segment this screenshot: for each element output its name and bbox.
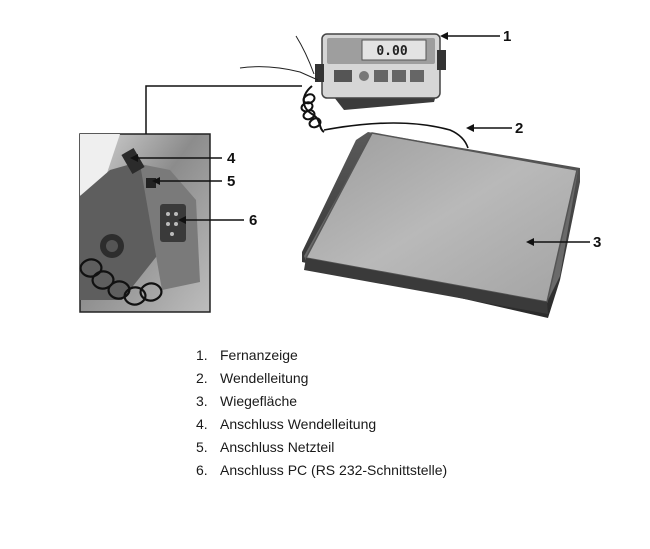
legend-item-label: Anschluss Netzteil (220, 439, 335, 455)
callout-3: 3 (593, 234, 601, 251)
legend-item-label: Anschluss PC (RS 232-Schnittstelle) (220, 462, 448, 478)
connector-line (145, 85, 302, 134)
callout-5: 5 (227, 173, 235, 190)
legend-item: 5. Anschluss Netzteil (196, 436, 447, 459)
remote-display-unit: 0.00 (315, 33, 446, 110)
legend-item: 1. Fernanzeige (196, 344, 447, 367)
legend-item-number: 6. (196, 462, 208, 478)
callout-2: 2 (515, 120, 523, 137)
legend-item-label: Wendelleitung (220, 370, 309, 386)
callout-4: 4 (227, 150, 236, 167)
legend-item-label: Anschluss Wendelleitung (220, 416, 377, 432)
legend-item: 3. Wiegefläche (196, 390, 447, 413)
legend-item-number: 3. (196, 393, 208, 409)
weighing-platform (302, 132, 580, 318)
legend-item-number: 2. (196, 370, 208, 386)
power-wire (239, 66, 319, 81)
parts-legend: 1. Fernanzeige 2. Wendelleitung 3. Wiege… (196, 344, 447, 482)
legend-item-number: 5. (196, 439, 208, 455)
callout-6: 6 (249, 212, 257, 229)
connector-inset-photo (79, 133, 211, 313)
legend-item: 2. Wendelleitung (196, 367, 447, 390)
legend-item-number: 1. (196, 347, 208, 363)
callout-1: 1 (503, 28, 511, 45)
legend-item-number: 4. (196, 416, 208, 432)
scale-diagram: 0.00 (79, 28, 601, 318)
display-reading: 0.00 (376, 44, 407, 59)
legend-item-label: Fernanzeige (220, 347, 298, 363)
power-wire (295, 35, 315, 75)
coiled-cable (300, 85, 469, 149)
legend-item-label: Wiegefläche (220, 393, 298, 409)
callout-arrows (130, 32, 590, 246)
legend-item: 4. Anschluss Wendelleitung (196, 413, 447, 436)
legend-item: 6. Anschluss PC (RS 232-Schnittstelle) (196, 459, 447, 482)
